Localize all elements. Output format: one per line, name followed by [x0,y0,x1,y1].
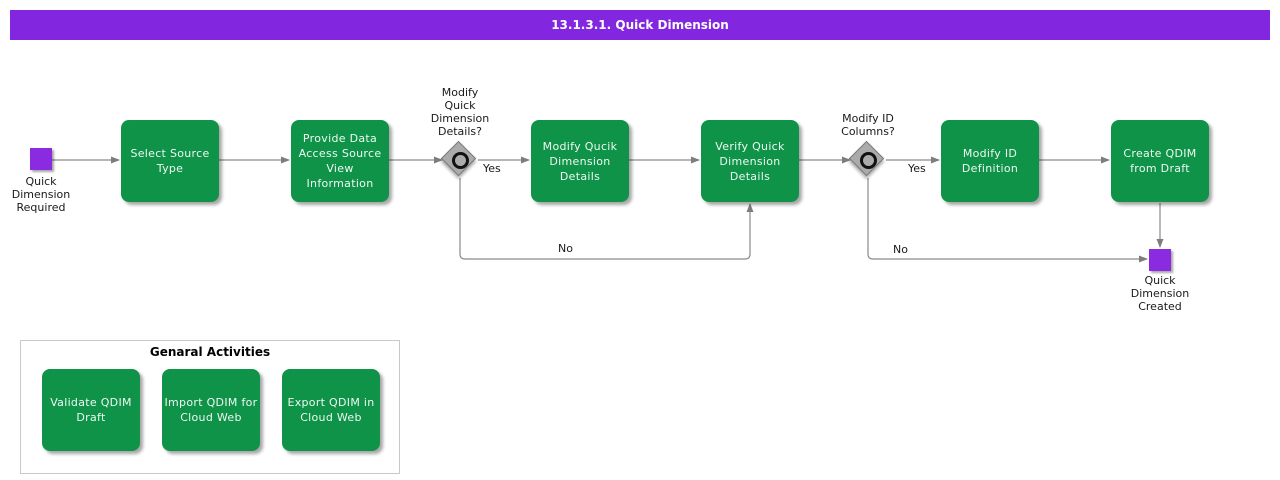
gateway1-yes-label: Yes [483,162,501,175]
task-provide-data-label: Provide Data Access Source View Informat… [298,132,382,190]
task-modify-qucik-label: Modify Qucik Dimension Details [542,139,618,183]
task-validate-qdim-draft-label: Validate QDIM Draft [50,396,132,424]
task-import-qdim-label: Import QDIM for Cloud Web [164,396,258,424]
gateway2-yes-label: Yes [908,162,926,175]
general-activities-header: Genaral Activities [149,345,271,359]
task-verify-quick-dimension-details[interactable]: Verify Quick Dimension Details [701,120,799,202]
gateway2-no-label: No [893,243,908,256]
gateway1-question-label: Modify Quick Dimension Details? [430,86,490,138]
end-event-quick-dimension-created[interactable] [1149,249,1171,271]
diagram-title: 13.1.3.1. Quick Dimension [10,10,1270,40]
task-import-qdim-for-cloud-web[interactable]: Import QDIM for Cloud Web [162,369,260,451]
general-activities-group: Genaral Activities Validate QDIM Draft I… [20,340,400,474]
task-modify-id-definition[interactable]: Modify ID Definition [941,120,1039,202]
task-create-qdim-label: Create QDIM from Draft [1123,147,1197,175]
task-verify-quick-label: Verify Quick Dimension Details [715,139,785,183]
task-select-source-type[interactable]: Select Source Type [121,120,219,202]
task-export-qdim-in-cloud-web[interactable]: Export QDIM in Cloud Web [282,369,380,451]
task-export-qdim-label: Export QDIM in Cloud Web [287,396,375,424]
start-event-quick-dimension-required[interactable] [30,148,52,170]
gateway2-ring-icon [859,151,877,169]
task-provide-data-access-source-view-information[interactable]: Provide Data Access Source View Informat… [291,120,389,202]
gateway1-no-label: No [558,242,573,255]
end-event-label: Quick Dimension Created [1130,274,1190,313]
task-validate-qdim-draft[interactable]: Validate QDIM Draft [42,369,140,451]
gateway1-ring-icon [451,151,469,169]
task-select-source-type-label: Select Source Type [130,147,210,175]
task-modify-id-label: Modify ID Definition [961,147,1019,175]
gateway2-question-label: Modify ID Columns? [841,112,895,138]
task-modify-qucik-dimension-details[interactable]: Modify Qucik Dimension Details [531,120,629,202]
start-event-label: Quick Dimension Required [11,175,71,214]
task-create-qdim-from-draft[interactable]: Create QDIM from Draft [1111,120,1209,202]
